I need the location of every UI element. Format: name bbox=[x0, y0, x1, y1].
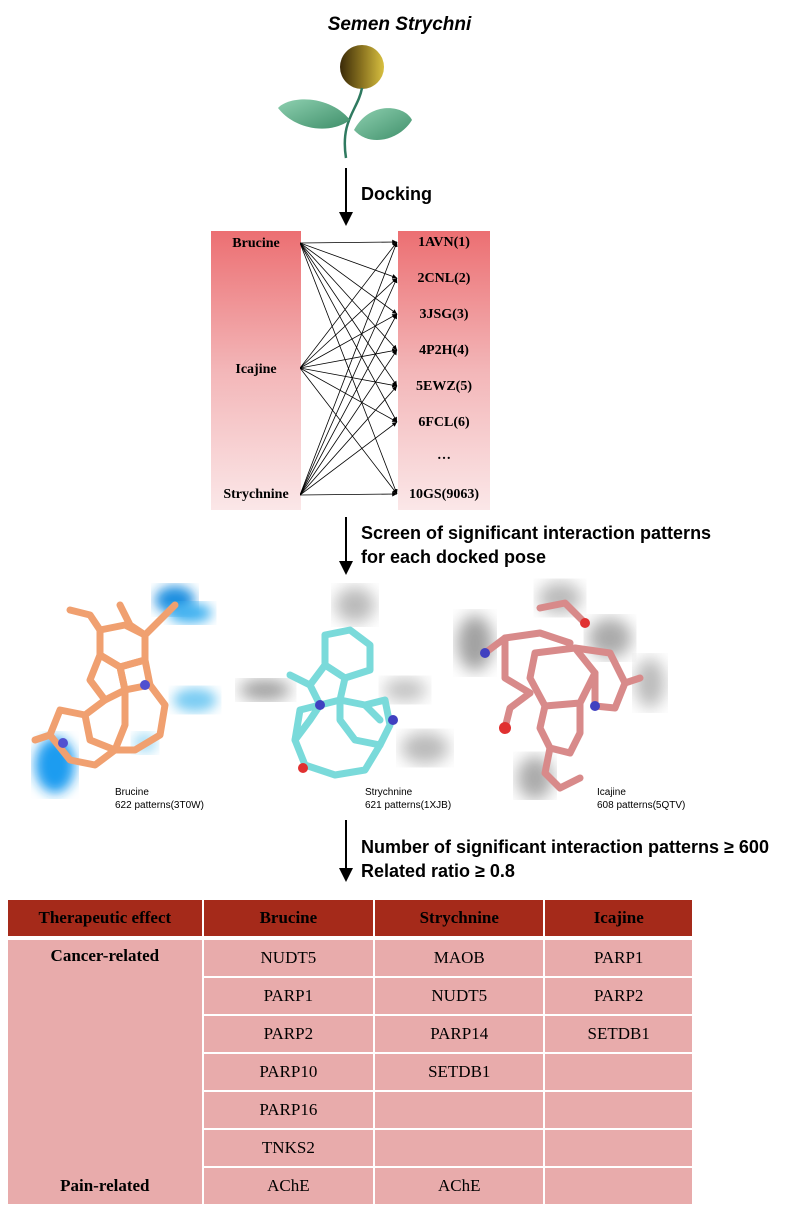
table-row: PARP1 NUDT5 PARP2 bbox=[8, 977, 694, 1016]
table-cell: PARP16 bbox=[202, 1091, 376, 1130]
ligand-brucine: Brucine bbox=[232, 236, 280, 251]
brucine-molecule bbox=[31, 586, 217, 793]
table-cell: SETDB1 bbox=[374, 1053, 546, 1092]
table-row: PARP2 PARP14 SETDB1 bbox=[8, 1015, 694, 1054]
docking-link-line bbox=[300, 277, 398, 369]
docking-link-line bbox=[300, 313, 398, 369]
table-cell bbox=[374, 1091, 546, 1130]
table-row: Cancer-related NUDT5 MAOB PARP1 bbox=[8, 940, 694, 1167]
docking-link-line bbox=[300, 242, 398, 279]
screen-label-line2: for each docked pose bbox=[361, 547, 547, 567]
ligand-box bbox=[211, 231, 301, 510]
docking-link-line bbox=[300, 367, 398, 495]
target-label: 6FCL(6) bbox=[418, 415, 470, 430]
table-row: PARP16 bbox=[8, 1091, 694, 1130]
stem-shape bbox=[343, 87, 364, 159]
table-cell: PARP1 bbox=[202, 977, 376, 1016]
criteria-label-line1: Number of significant interaction patter… bbox=[361, 837, 769, 857]
arrow-criteria bbox=[339, 820, 353, 882]
table-cell: PARP10 bbox=[202, 1053, 376, 1092]
strychnine-molecule bbox=[239, 587, 449, 779]
icajine-molecule bbox=[457, 582, 665, 800]
leaf-left-shape bbox=[278, 99, 350, 129]
ligand-icajine: Icajine bbox=[235, 362, 277, 377]
brucine-name: Brucine bbox=[115, 787, 149, 798]
docking-link-line bbox=[300, 367, 398, 423]
docking-link-line bbox=[300, 367, 398, 388]
target-ellipsis: … bbox=[437, 448, 451, 463]
table-row: Pain-related AChE AChE bbox=[8, 1167, 694, 1206]
strychnine-name: Strychnine bbox=[365, 787, 413, 798]
screen-label-line1: Screen of significant interaction patter… bbox=[361, 523, 712, 543]
table-cell: MAOB bbox=[374, 940, 546, 978]
strychnine-label: Strychnine 621 patterns(1XJB) bbox=[365, 786, 451, 812]
icajine-name: Icajine bbox=[597, 787, 626, 798]
table-cell: TNKS2 bbox=[202, 1129, 376, 1168]
therapeutic-effects-table: Therapeutic effect Brucine Strychnine Ic… bbox=[8, 900, 694, 1206]
table-cell bbox=[544, 1167, 694, 1206]
table-cell bbox=[544, 1091, 694, 1130]
table-cell: PARP2 bbox=[544, 977, 694, 1016]
header-therapeutic-effect: Therapeutic effect bbox=[8, 900, 204, 936]
arrow-screen bbox=[339, 517, 353, 575]
header-strychnine: Strychnine bbox=[374, 900, 546, 936]
docking-link-line bbox=[300, 242, 398, 423]
table-cell: PARP2 bbox=[202, 1015, 376, 1054]
docking-link-line bbox=[300, 491, 398, 497]
table-cell: SETDB1 bbox=[544, 1015, 694, 1054]
table-cell: NUDT5 bbox=[202, 940, 376, 978]
criteria-label-line2: Related ratio ≥ 0.8 bbox=[361, 861, 515, 881]
icajine-label: Icajine 608 patterns(5QTV) bbox=[597, 786, 685, 812]
ligand-strychnine: Strychnine bbox=[223, 487, 289, 502]
target-label: 3JSG(3) bbox=[419, 307, 469, 322]
target-label: 2CNL(2) bbox=[417, 271, 471, 286]
docking-link-line bbox=[300, 313, 398, 496]
table-cell bbox=[544, 1129, 694, 1168]
docking-link-line bbox=[300, 421, 398, 496]
table-cell: NUDT5 bbox=[374, 977, 546, 1016]
leaf-right-shape bbox=[354, 108, 412, 141]
header-icajine: Icajine bbox=[544, 900, 694, 936]
arrow-docking bbox=[339, 168, 353, 226]
table-cell bbox=[544, 1053, 694, 1092]
header-brucine: Brucine bbox=[202, 900, 376, 936]
table-row: TNKS2 bbox=[8, 1129, 694, 1168]
table-cell bbox=[374, 1129, 546, 1168]
icajine-patterns: 608 patterns(5QTV) bbox=[597, 800, 686, 811]
docking-link-line bbox=[300, 348, 398, 369]
target-box bbox=[398, 231, 490, 510]
docking-link-line bbox=[300, 242, 398, 387]
table-cell: PARP1 bbox=[544, 940, 694, 978]
title: Semen Strychni bbox=[327, 14, 472, 35]
strychnine-patterns: 621 patterns(1XJB) bbox=[365, 800, 452, 811]
docking-link-line bbox=[300, 241, 398, 496]
fruit-shape bbox=[340, 45, 384, 89]
pain-related-cell: Pain-related bbox=[8, 1167, 204, 1206]
table-cell: AChE bbox=[202, 1167, 376, 1206]
target-label: 4P2H(4) bbox=[419, 343, 469, 358]
target-label: 1AVN(1) bbox=[418, 235, 470, 250]
target-label: 5EWZ(5) bbox=[416, 379, 472, 394]
table-cell: PARP14 bbox=[374, 1015, 546, 1054]
plant-illustration bbox=[278, 45, 412, 159]
docking-network-lines bbox=[300, 239, 398, 497]
docking-link-line bbox=[300, 241, 398, 369]
table-cell: AChE bbox=[374, 1167, 546, 1206]
brucine-label: Brucine 622 patterns(3T0W) bbox=[115, 786, 204, 812]
cancer-related-cell: Cancer-related bbox=[8, 940, 204, 1167]
docking-label: Docking bbox=[361, 184, 433, 204]
docking-link-line bbox=[300, 242, 398, 351]
docking-link-line bbox=[300, 242, 398, 315]
target-label: 10GS(9063) bbox=[409, 487, 479, 502]
docking-link-line bbox=[300, 239, 398, 245]
docking-link-line bbox=[300, 385, 398, 496]
brucine-patterns: 622 patterns(3T0W) bbox=[115, 800, 204, 811]
table-header-row: Therapeutic effect Brucine Strychnine Ic… bbox=[8, 900, 694, 936]
docking-link-line bbox=[300, 349, 398, 496]
table-row: PARP10 SETDB1 bbox=[8, 1053, 694, 1092]
docking-link-line bbox=[300, 277, 398, 496]
